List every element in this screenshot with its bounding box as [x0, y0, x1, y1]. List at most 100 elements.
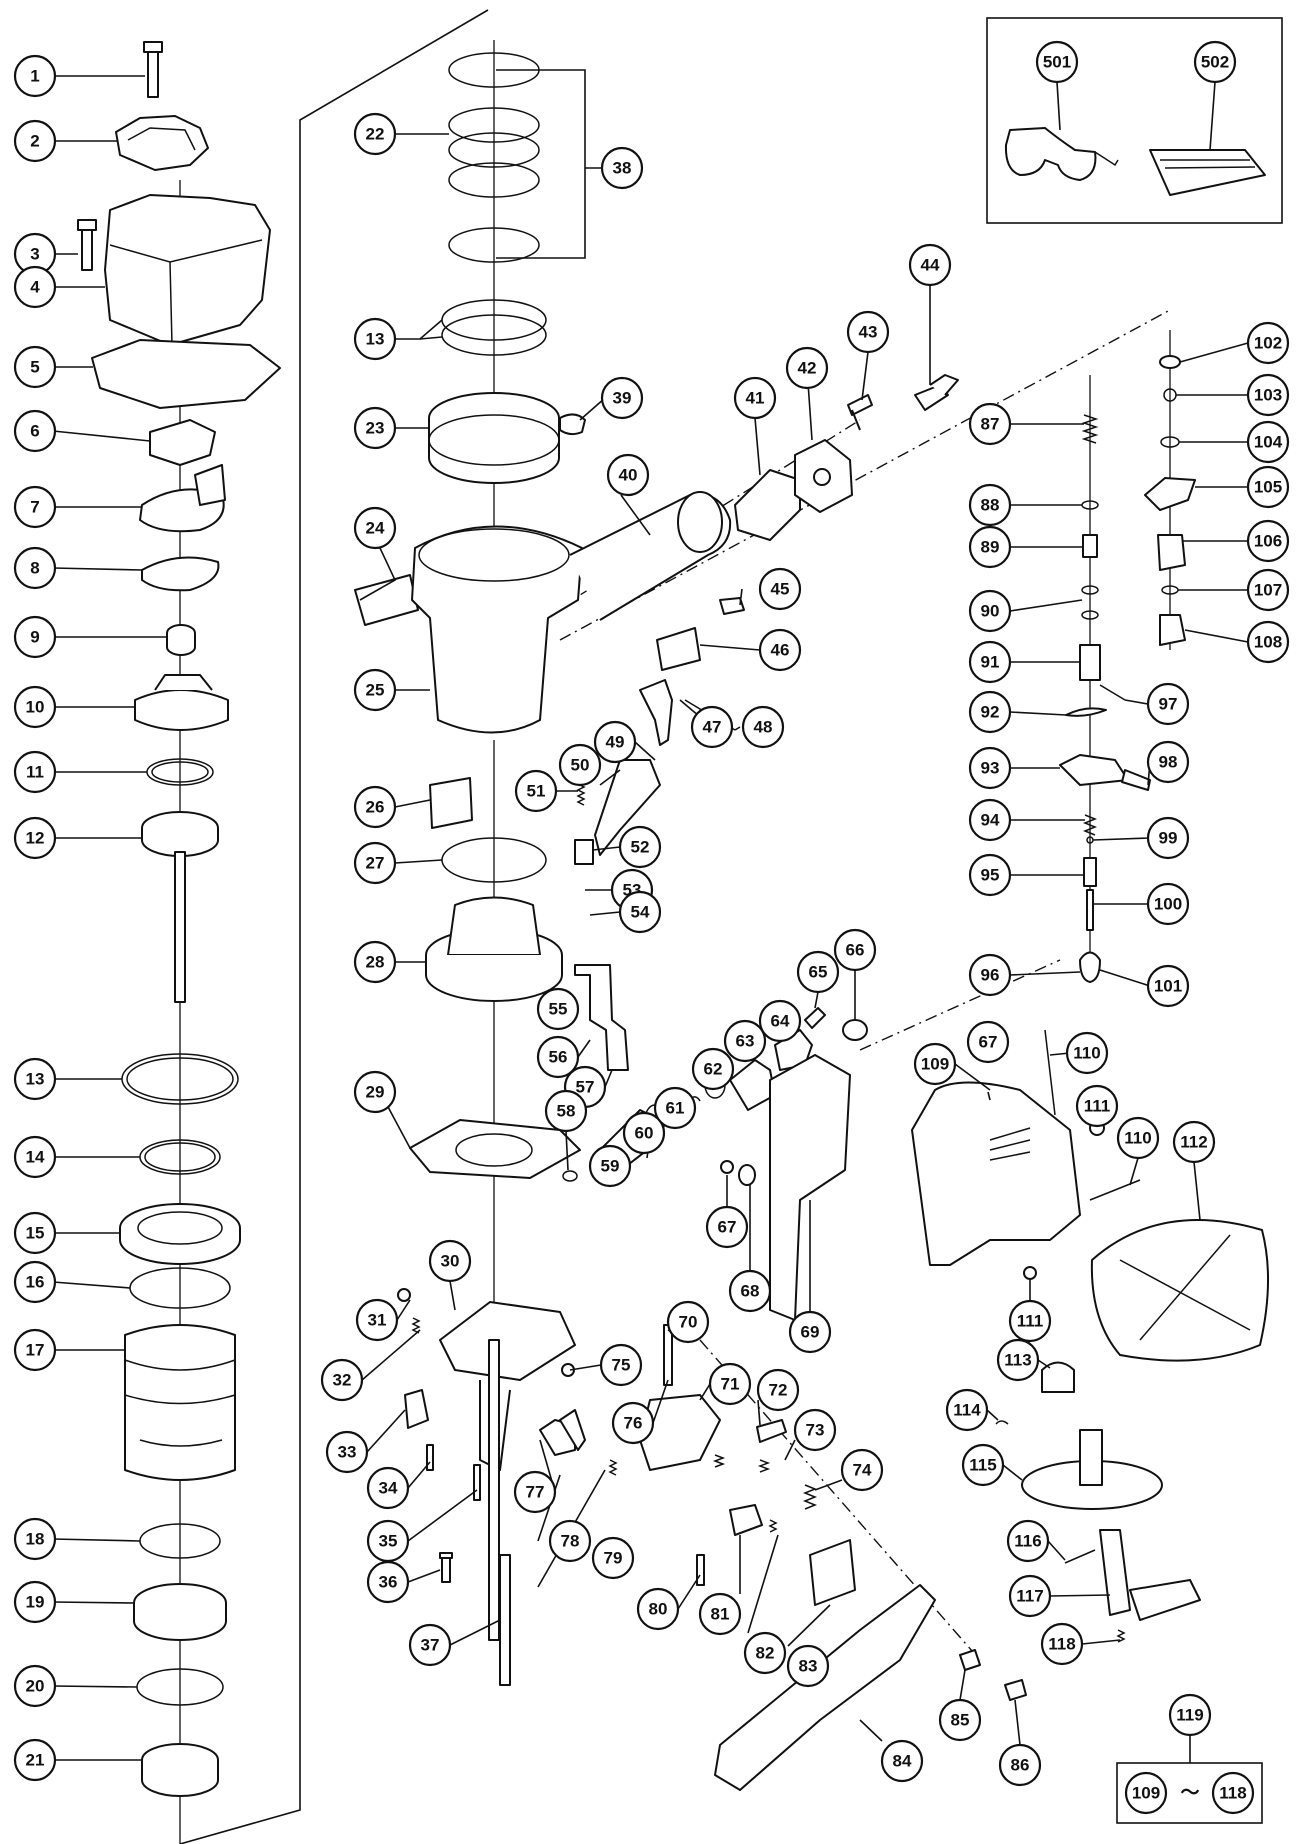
callout-label: 82: [756, 1644, 775, 1663]
callout-label: 108: [1254, 633, 1282, 652]
callout-bubble: 56: [536, 1035, 580, 1079]
callout-label: 32: [333, 1371, 352, 1390]
callout-bubble: 112: [1172, 1120, 1216, 1164]
callout-label: 42: [798, 359, 817, 378]
callout-label: 86: [1011, 1756, 1030, 1775]
callout-bubble: 21: [13, 1738, 57, 1782]
callout-label: 13: [366, 330, 385, 349]
callout-bubble: 32: [320, 1358, 364, 1402]
callout-label: 92: [981, 703, 1000, 722]
callout-bubble: 42: [785, 346, 829, 390]
callout-label: 43: [859, 323, 878, 342]
callout-bubble: 20: [13, 1664, 57, 1708]
callout-label: 2: [30, 132, 39, 151]
callout-bubble: 47: [690, 705, 734, 749]
callout-bubble: 44: [908, 243, 952, 287]
callout-label: 68: [741, 1282, 760, 1301]
callout-bubble: 115: [961, 1443, 1005, 1487]
callout-label: 58: [557, 1102, 576, 1121]
callout-bubble: 39: [600, 376, 644, 420]
callout-label: 48: [754, 718, 773, 737]
callout-label: 40: [619, 466, 638, 485]
callout-bubble: 15: [13, 1211, 57, 1255]
callout-label: 65: [809, 963, 828, 982]
callout-label: 502: [1201, 53, 1229, 72]
callout-label: 23: [366, 419, 385, 438]
callout-bubble: 48: [741, 705, 785, 749]
callout-bubble: 28: [353, 940, 397, 984]
callout-label: 113: [1004, 1351, 1031, 1370]
callout-label: 72: [769, 1381, 788, 1400]
callout-label: 501: [1043, 53, 1071, 72]
callout-label: 30: [441, 1252, 460, 1271]
callout-bubble: 9: [13, 615, 57, 659]
callout-bubble: 104: [1246, 420, 1290, 464]
callout-label: 81: [711, 1605, 730, 1624]
callout-label: 76: [624, 1414, 643, 1433]
callout-label: 54: [631, 903, 650, 922]
callout-label: 8: [30, 559, 39, 578]
callout-bubble: 13: [13, 1057, 57, 1101]
callout-bubble: 101: [1146, 964, 1190, 1008]
callout-label: 114: [953, 1401, 981, 1420]
callout-label: 44: [921, 256, 940, 275]
callout-bubble: 45: [758, 567, 802, 611]
callout-bubble: 82: [743, 1631, 787, 1675]
callout-bubble: 89: [968, 525, 1012, 569]
callout-label: 73: [806, 1421, 825, 1440]
callout-label: 29: [366, 1083, 385, 1102]
callout-label: 78: [561, 1532, 580, 1551]
manual-sheet-icon: [1149, 149, 1266, 196]
callout-label: 84: [893, 1752, 912, 1771]
callout-label: 94: [981, 811, 1000, 830]
callout-label: 102: [1254, 334, 1282, 353]
callout-label: 41: [746, 389, 765, 408]
callout-label: 27: [366, 854, 385, 873]
callout-label: 47: [703, 718, 722, 737]
callout-bubble: 52: [618, 825, 662, 869]
callout-bubble: 58: [544, 1089, 588, 1133]
callout-label: 83: [799, 1657, 818, 1676]
callout-bubble: 69: [788, 1310, 832, 1354]
middle-parts: [562, 1007, 868, 1321]
callout-label: 100: [1154, 895, 1182, 914]
callout-bubble: 79: [591, 1536, 635, 1580]
callout-label: 67: [718, 1218, 737, 1237]
callout-bubble: 61: [653, 1086, 697, 1130]
callout-bubble: 49: [593, 720, 637, 764]
callout-bubble: 109: [913, 1042, 957, 1086]
callout-label: 46: [771, 641, 790, 660]
callout-label: 12: [26, 829, 45, 848]
callout-label: 95: [981, 866, 1000, 885]
callout-bubble: 55: [536, 987, 580, 1031]
callout-label: 106: [1254, 532, 1282, 551]
magazine-parts: [911, 1029, 1270, 1643]
callout-label: 90: [981, 602, 1000, 621]
callout-bubble: 75: [599, 1343, 643, 1387]
callout-label: 16: [26, 1273, 45, 1292]
callout-label: 25: [366, 681, 385, 700]
callout-label: 111: [1084, 1097, 1111, 1116]
callout-label: 80: [649, 1600, 668, 1619]
callout-bubble: 38: [600, 146, 644, 190]
callout-bubble: 23: [353, 406, 397, 450]
callout-label: 110: [1124, 1129, 1151, 1148]
callout-bubble: 35: [366, 1519, 410, 1563]
callout-label: 35: [379, 1532, 398, 1551]
callout-label: 33: [338, 1443, 357, 1462]
callout-bubble: 111: [1008, 1299, 1052, 1343]
callout-label: 74: [853, 1461, 872, 1480]
callout-bubble: 6: [13, 409, 57, 453]
callout-label: 71: [721, 1375, 740, 1394]
callout-bubble: 60: [622, 1111, 666, 1155]
callout-bubble: 114: [945, 1388, 989, 1432]
callout-label: 79: [604, 1549, 623, 1568]
callout-label: 39: [613, 389, 632, 408]
callout-label: 4: [30, 278, 40, 297]
callout-label: 87: [981, 415, 1000, 434]
callout-bubble: 86: [998, 1743, 1042, 1787]
callout-label: 64: [771, 1012, 790, 1031]
callout-label: 69: [801, 1323, 820, 1342]
callout-bubble: 106: [1246, 519, 1290, 563]
callout-label: 118: [1048, 1635, 1075, 1654]
